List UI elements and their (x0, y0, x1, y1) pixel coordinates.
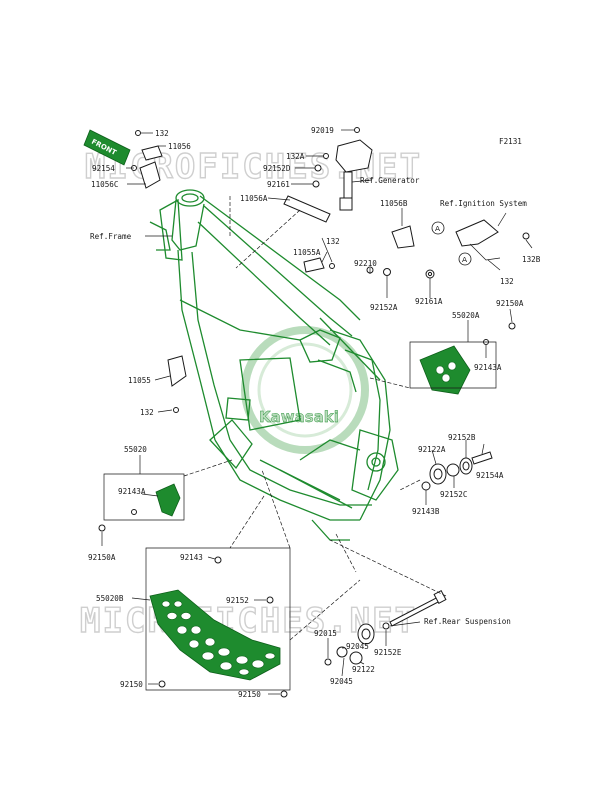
label-ref-generator: Ref.Generator (360, 176, 420, 185)
label-92152d: 92152D (263, 164, 291, 173)
label-55020b: 55020B (96, 594, 124, 603)
label-132-top: 132 (155, 129, 169, 138)
label-11056: 11056 (168, 142, 191, 151)
leader-lines (101, 129, 533, 695)
marker-a-upper: A (431, 221, 445, 235)
label-92154: 92154 (92, 164, 115, 173)
kawasaki-logo: Kawasaki (241, 326, 369, 454)
label-11055: 11055 (128, 376, 151, 385)
part-pivot-collars (421, 451, 493, 491)
label-92150a-left: 92150A (88, 553, 116, 562)
label-ref-rear-suspension: Ref.Rear Suspension (424, 617, 511, 626)
label-92143a-right: 92143A (474, 363, 502, 372)
dashed-lines (183, 196, 447, 641)
label-11056a: 11056A (240, 194, 268, 203)
label-ref-frame: Ref.Frame (90, 232, 132, 241)
label-92143b: 92143B (412, 507, 440, 516)
part-11055-clip (167, 355, 187, 413)
part-11055a-clip (303, 257, 335, 273)
label-92143: 92143 (180, 553, 203, 562)
label-92152: 92152 (226, 596, 249, 605)
label-92152e: 92152E (374, 648, 402, 657)
label-55020: 55020 (124, 445, 147, 454)
label-92122: 92122 (352, 665, 375, 674)
label-92045-b: 92045 (330, 677, 353, 686)
label-92150a-top: 92150A (496, 299, 524, 308)
label-92161a: 92161A (415, 297, 443, 306)
label-132-mid: 132 (326, 237, 340, 246)
page-code: F2131 (499, 137, 522, 146)
part-55020a-guard (419, 322, 516, 395)
box-55020b (145, 547, 291, 691)
part-regulator (283, 127, 373, 223)
part-55020b-skidplate (149, 556, 288, 698)
label-11055a: 11055A (293, 248, 321, 257)
main-frame (149, 189, 399, 541)
label-132-right: 132 (500, 277, 514, 286)
label-92150-bottom: 92150 (238, 690, 261, 699)
label-92143a-left: 92143A (118, 487, 146, 496)
box-55020a (409, 341, 497, 389)
label-55020a: 55020A (452, 311, 480, 320)
label-92210: 92210 (354, 259, 377, 268)
label-92161: 92161 (267, 180, 290, 189)
label-92045-a: 92045 (346, 642, 369, 651)
part-ignition-bracket (391, 219, 530, 261)
label-132-left: 132 (140, 408, 154, 417)
part-11056-bracket (131, 130, 163, 189)
box-55020 (103, 473, 185, 521)
label-92122a: 92122A (418, 445, 446, 454)
label-132b: 132B (522, 255, 541, 264)
marker-a-lower: A (458, 252, 472, 266)
part-pivot-bolt (324, 590, 447, 666)
label-92150-left: 92150 (120, 680, 143, 689)
part-55020-guard (98, 483, 181, 532)
part-washers-mid (366, 266, 435, 279)
label-92152a: 92152A (370, 303, 398, 312)
marker-a-upper-text: A (435, 224, 440, 233)
label-92152c: 92152C (440, 490, 467, 499)
label-11056c: 11056C (91, 180, 118, 189)
marker-a-lower-text: A (462, 255, 467, 264)
label-11056b: 11056B (380, 199, 408, 208)
label-132a: 132A (286, 152, 305, 161)
part-labels: 132 11056 92154 11056C 92019 132A 92152D… (88, 126, 541, 699)
label-92019: 92019 (311, 126, 334, 135)
label-92152b: 92152B (448, 433, 476, 442)
label-92015: 92015 (314, 629, 337, 638)
label-92154a: 92154A (476, 471, 504, 480)
label-ref-ignition: Ref.Ignition System (440, 199, 527, 208)
